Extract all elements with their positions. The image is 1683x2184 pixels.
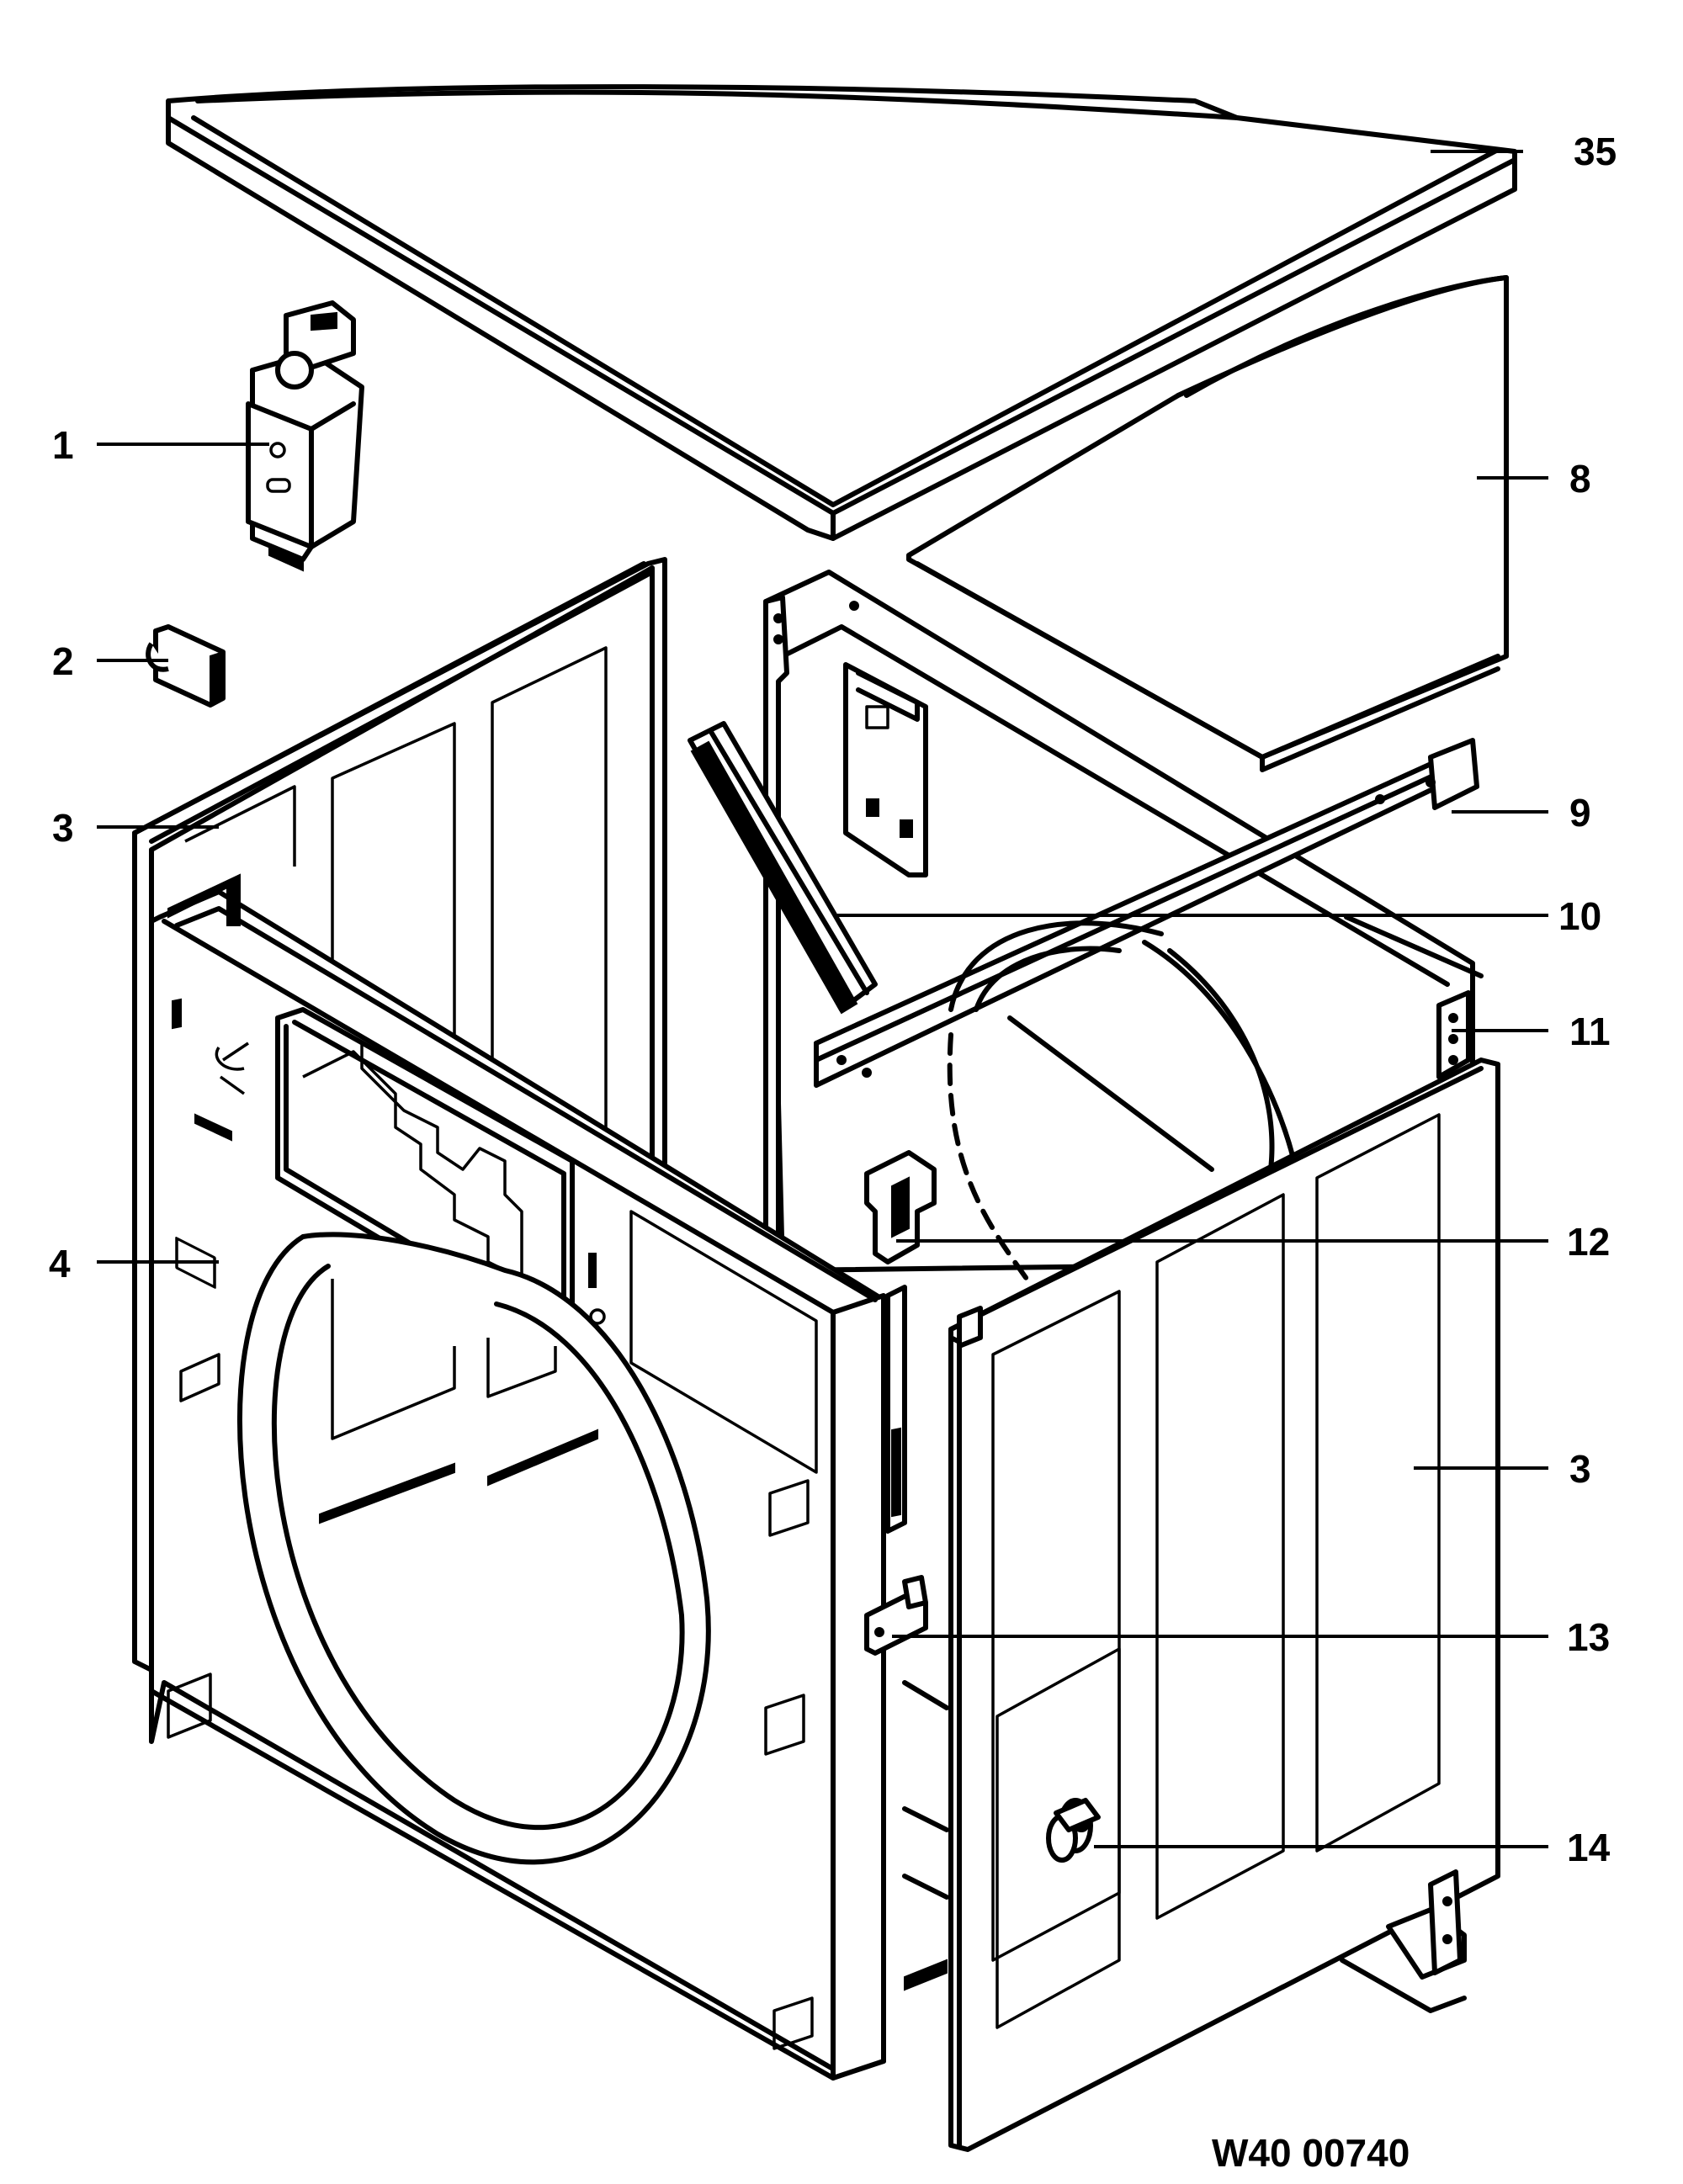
callout-3-left: 3 — [52, 806, 74, 850]
callout-8: 8 — [1569, 457, 1591, 501]
callout-3-right: 3 — [1569, 1447, 1591, 1491]
base-supports — [902, 1680, 1467, 2013]
insulation-sheet — [906, 275, 1509, 772]
right-side-panel — [948, 1058, 1500, 2152]
callout-leaders — [97, 150, 1548, 1848]
catch-bracket — [864, 1575, 928, 1656]
grommet — [1046, 1798, 1101, 1863]
corner-bracket — [1344, 914, 1484, 1079]
trim-strip — [688, 721, 878, 1015]
front-panel — [149, 873, 886, 2081]
callout-14: 14 — [1567, 1826, 1611, 1869]
callout-9: 9 — [1569, 791, 1591, 835]
clip-part — [146, 624, 226, 708]
callout-labels: 35 1 8 2 3 9 10 11 4 12 3 13 14 W40 0074… — [49, 130, 1617, 2175]
drawing-id: W40 00740 — [1212, 2131, 1410, 2175]
callout-13: 13 — [1567, 1615, 1610, 1659]
top-panel — [166, 84, 1517, 541]
callout-1: 1 — [52, 423, 74, 467]
callout-35: 35 — [1574, 130, 1617, 173]
callout-4: 4 — [49, 1242, 71, 1285]
center-rail — [885, 1285, 907, 1534]
callout-11: 11 — [1569, 1010, 1611, 1053]
door-switch — [246, 300, 364, 572]
callout-12: 12 — [1567, 1220, 1610, 1264]
callout-2: 2 — [52, 639, 74, 683]
drum-ring — [947, 920, 1298, 1281]
door-catch — [864, 1150, 937, 1264]
callout-10: 10 — [1558, 894, 1601, 938]
